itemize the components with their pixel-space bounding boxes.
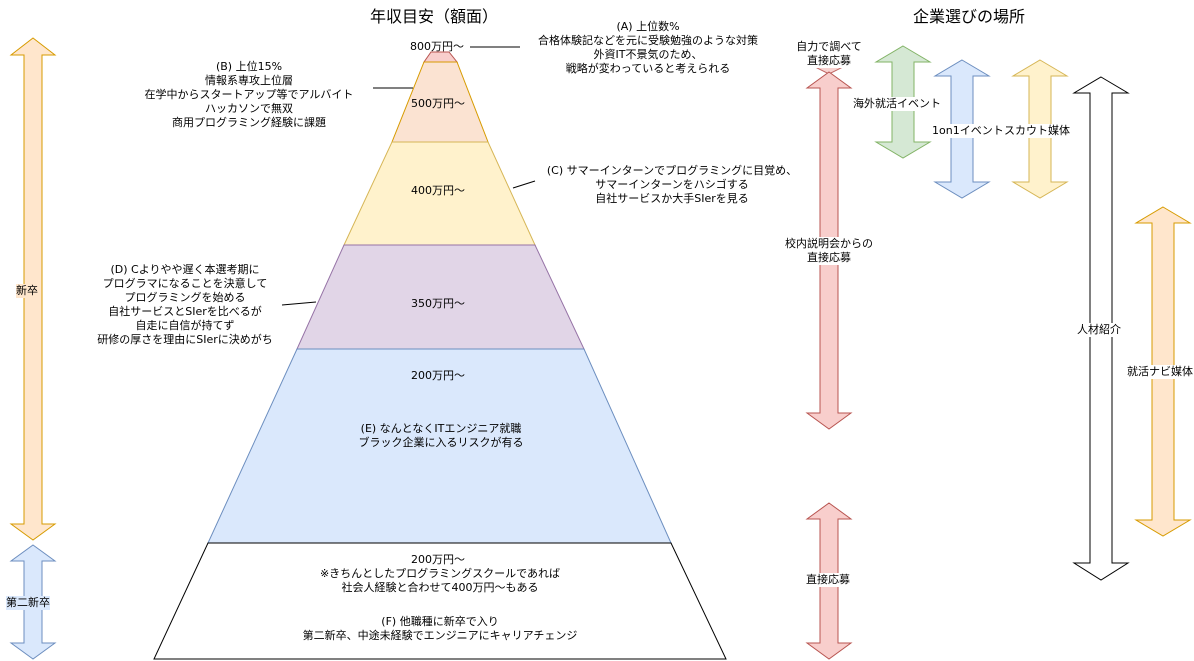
connector-c [512,180,536,189]
note-f-line-2: 第二新卒、中途未経験でエンジニアにキャリアチェンジ [302,629,578,642]
note-d-line-6: 研修の厚さを理由にSIerに決めがち [97,333,273,346]
tier-200-e-label: 200万円〜 [411,369,465,382]
self-search-line-2: 直接応募 [807,54,851,67]
note-a-line-4: 戦略が変わっていると考えられる [565,62,731,75]
overseas-label: 海外就活イベント [853,97,941,111]
note-f-line-1: (F) 他職種に新卒で入り [381,615,499,628]
agent-label: 人材紹介 [1077,323,1121,337]
campus-label: 校内説明会からの 直接応募 [781,237,877,265]
self-search-label: 自力で調べて 直接応募 [791,40,867,68]
second-new-grad-label: 第二新卒 [6,596,50,610]
note-b: (B) 上位15% 情報系専攻上位層 在学中からスタートアップ等でアルバイト ハ… [124,60,374,130]
note-f-school-line-2: 社会人経験と合わせて400万円〜もある [341,581,539,594]
note-f-school-line-1: ※きちんとしたプログラミングスクールであれば [319,567,561,580]
note-d-line-5: 自走に自信が持てず [135,319,235,332]
campus-line-1: 校内説明会からの [785,237,873,250]
note-c-line-3: 自社サービスか大手SIerを見る [595,192,749,205]
note-e-line-2: ブラック企業に入るリスクが有る [358,436,524,449]
channels-title: 企業選びの場所 [913,7,1026,26]
note-e: (E) なんとなくITエンジニア就職 ブラック企業に入るリスクが有る [326,422,556,450]
note-b-line-4: ハッカソンで無双 [205,102,293,115]
note-b-line-5: 商用プログラミング経験に課題 [172,116,326,129]
tier-200-f [153,542,727,660]
note-b-line-1: (B) 上位15% [215,60,283,73]
note-d-line-2: プログラマになることを決意して [102,277,268,290]
tier-350-label: 350万円〜 [411,297,465,310]
note-a-line-3: 外資IT不景気のため、 [593,48,703,61]
note-a: (A) 上位数% 合格体験記などを元に受験勉強のような対策 外資IT不景気のため… [522,20,774,76]
note-c: (C) サマーインターンでプログラミングに目覚め、 サマーインターンをハシゴする… [536,164,808,206]
direct-apply-label: 直接応募 [806,573,850,587]
note-b-line-2: 情報系専攻上位層 [205,74,293,87]
note-b-line-3: 在学中からスタートアップ等でアルバイト [144,88,354,101]
new-grad-label: 新卒 [16,284,38,298]
self-search-line-1: 自力で調べて [796,40,862,53]
tier-200-f-label: 200万円〜 [411,553,465,566]
campus-line-2: 直接応募 [807,251,851,264]
tier-800-label: 800万円〜 [410,40,464,53]
note-c-line-1: (C) サマーインターンでプログラミングに目覚め、 [546,164,798,177]
note-e-line-1: (E) なんとなくITエンジニア就職 [360,422,522,435]
note-f: (F) 他職種に新卒で入り 第二新卒、中途未経験でエンジニアにキャリアチェンジ [282,615,598,643]
note-a-line-1: (A) 上位数% [616,20,680,33]
one-on-one-label: 1on1イベント [932,124,1004,138]
navi-label: 就活ナビ媒体 [1127,365,1193,379]
note-d: (D) Cよりやや遅く本選考期に プログラマになることを決意して プログラミング… [84,263,286,347]
tier-500-label: 500万円〜 [411,97,465,110]
pyramid-title: 年収目安（額面） [370,7,499,26]
note-c-line-2: サマーインターンをハシゴする [595,178,749,191]
connector-d [281,301,317,306]
note-f-school: ※きちんとしたプログラミングスクールであれば 社会人経験と合わせて400万円〜も… [300,567,580,595]
note-d-line-4: 自社サービスとSIerを比べるが [108,305,262,318]
scout-label: スカウト媒体 [1004,124,1070,138]
note-d-line-1: (D) Cよりやや遅く本選考期に [110,263,260,276]
tier-400-label: 400万円〜 [411,184,465,197]
note-a-line-2: 合格体験記などを元に受験勉強のような対策 [538,34,758,47]
note-d-line-3: プログラミングを始める [124,291,246,304]
